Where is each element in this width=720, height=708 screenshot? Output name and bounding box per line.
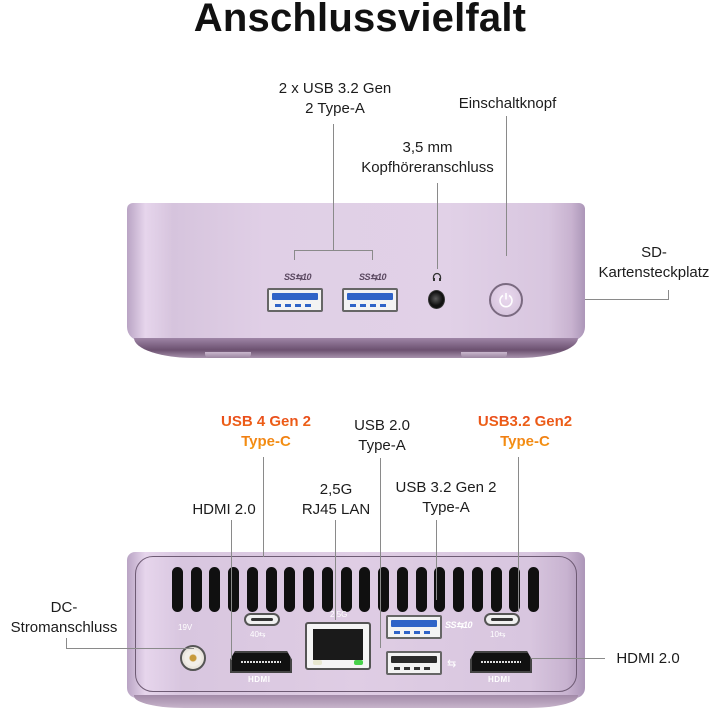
vent-slot xyxy=(209,567,220,612)
vent-slot xyxy=(191,567,202,612)
label-usb4-type-c: USB 4 Gen 2 Type-C xyxy=(218,412,314,452)
usb-10gbps-icon: 10⇆ xyxy=(490,630,506,639)
leader-line-usb32c xyxy=(518,457,519,612)
power-icon xyxy=(499,293,513,308)
usb4-type-c-port[interactable] xyxy=(244,613,280,626)
leader-line-hdmi-left xyxy=(231,520,232,660)
vent-slot xyxy=(322,567,333,612)
usb-superspeed-icon: SS⇆10 xyxy=(445,620,473,630)
mini-pc-back-base xyxy=(134,695,578,708)
vent-slot xyxy=(172,567,183,612)
dc-rating-label: 19V xyxy=(178,623,193,632)
device-foot xyxy=(205,352,251,358)
hdmi-logo: HDMI xyxy=(488,675,511,684)
label-dc-power: DC- Stromanschluss xyxy=(10,599,118,636)
leader-line-power xyxy=(506,116,507,256)
usb-a-port-front-right[interactable] xyxy=(342,288,398,312)
label-usb-a-front: 2 x USB 3.2 Gen 2 Type-A xyxy=(278,80,392,117)
hdmi-port-right[interactable] xyxy=(470,651,532,673)
mini-pc-front xyxy=(127,203,585,341)
hdmi-logo: HDMI xyxy=(248,675,271,684)
usb32-type-c-port[interactable] xyxy=(484,613,520,626)
label-rj45-lan: 2,5G RJ45 LAN xyxy=(301,481,371,518)
usb-icon: ⇆ xyxy=(447,658,457,670)
label-usb32-type-a: USB 3.2 Gen 2 Type-A xyxy=(395,479,497,516)
vent-slot xyxy=(453,567,464,612)
leader-line-usb-a xyxy=(333,124,334,250)
hdmi-port-left[interactable] xyxy=(230,651,292,673)
vent-slot xyxy=(303,567,314,612)
leader-line xyxy=(668,290,669,300)
vent-slot xyxy=(416,567,427,612)
label-usb-2-type-a: USB 2.0 Type-A xyxy=(354,417,410,454)
leader-line-hdmi-right xyxy=(531,658,605,659)
device-foot xyxy=(461,352,507,358)
usb-superspeed-icon: SS⇆10 xyxy=(359,272,387,282)
mini-pc-back-panel xyxy=(135,556,577,692)
leader-line-headphone xyxy=(437,183,438,269)
usb-2-type-a-port[interactable] xyxy=(386,651,442,675)
usb-a-port-front-left[interactable] xyxy=(267,288,323,312)
leader-line xyxy=(66,638,67,648)
power-button[interactable] xyxy=(489,283,523,317)
leader-line xyxy=(372,250,373,260)
vent-slot xyxy=(378,567,389,612)
page-title: Anschlussvielfalt xyxy=(193,0,527,40)
leader-line-usb4 xyxy=(263,457,264,557)
vent-slot xyxy=(509,567,520,612)
leader-line xyxy=(294,250,295,260)
label-sd-card-slot: SD- Kartensteckplatz xyxy=(598,244,710,281)
vent-slot xyxy=(266,567,277,612)
label-power-button: Einschaltknopf xyxy=(458,95,557,112)
usb-superspeed-icon: SS⇆10 xyxy=(284,272,312,282)
label-hdmi-right: HDMI 2.0 xyxy=(616,650,680,667)
vent-slot xyxy=(284,567,295,612)
vent-slot xyxy=(472,567,483,612)
leader-bracket-usb-a xyxy=(294,250,373,251)
lan-network-icon: 2.5G xyxy=(330,610,348,619)
lan-led-right xyxy=(354,660,363,665)
usb-32-type-a-port[interactable] xyxy=(386,615,442,639)
leader-line-sd xyxy=(585,299,669,300)
vent-slot xyxy=(491,567,502,612)
leader-line-dc xyxy=(66,648,194,649)
mini-pc-front-base xyxy=(134,338,578,358)
headphone-icon xyxy=(432,272,442,285)
dc-power-jack[interactable] xyxy=(180,645,206,671)
vent-slot xyxy=(228,567,239,612)
rj45-lan-port[interactable] xyxy=(305,622,371,670)
leader-line-usb32a xyxy=(436,520,437,600)
label-usb32-type-c: USB3.2 Gen2 Type-C xyxy=(460,412,590,452)
leader-line-lan xyxy=(335,520,336,620)
vent-slot xyxy=(434,567,445,612)
vent-slot xyxy=(341,567,352,612)
headphone-jack[interactable] xyxy=(428,290,445,309)
thunderbolt-40-icon: 40⇆ xyxy=(250,630,266,639)
leader-line-usb2 xyxy=(380,458,381,648)
lan-led-left xyxy=(313,660,322,665)
label-hdmi-left: HDMI 2.0 xyxy=(192,501,256,518)
vent-slot xyxy=(397,567,408,612)
vent-slot xyxy=(528,567,539,612)
vent-slot xyxy=(247,567,258,612)
label-headphone-jack: 3,5 mm Kopfhöreranschluss xyxy=(361,139,494,176)
vent-slot xyxy=(359,567,370,612)
